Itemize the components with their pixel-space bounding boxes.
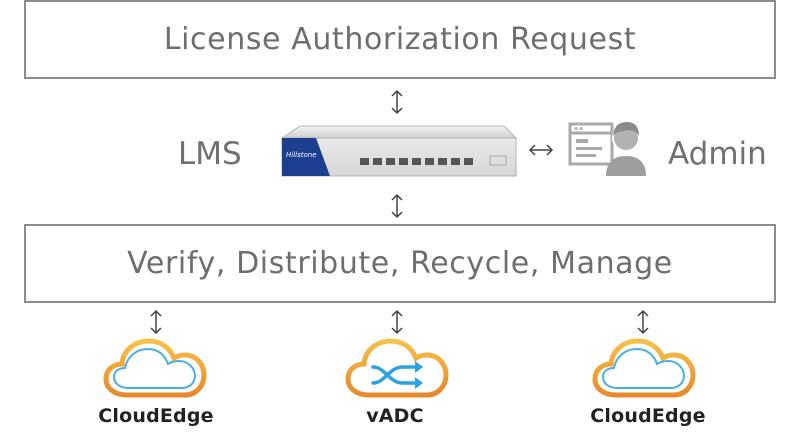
verify-distribute-recycle-manage-label: Verify, Distribute, Recycle, Manage (127, 246, 673, 281)
lms-label: LMS (178, 136, 242, 172)
cloudedge-label: CloudEdge (98, 405, 214, 427)
shuffle-icon (371, 365, 417, 385)
double-arrow-icon (391, 193, 403, 219)
cloudedge-label: CloudEdge (590, 405, 706, 427)
license-authorization-request-box: License Authorization Request (24, 0, 776, 79)
double-arrow-icon (150, 309, 162, 335)
lms-device-icon: Hillstone (280, 125, 518, 177)
admin-icon (568, 122, 646, 176)
double-arrow-icon (391, 89, 403, 115)
vadc-label: vADC (366, 405, 424, 427)
double-arrow-icon (637, 309, 649, 335)
device-brand-text: Hillstone (286, 151, 317, 159)
cloud-icon (592, 338, 696, 398)
horizontal-double-arrow-icon (528, 144, 554, 156)
double-arrow-icon (391, 309, 403, 335)
license-authorization-request-label: License Authorization Request (163, 22, 637, 57)
cloud-icon (103, 338, 207, 398)
verify-distribute-recycle-manage-box: Verify, Distribute, Recycle, Manage (24, 224, 776, 303)
admin-label: Admin (668, 136, 767, 172)
cloud-shuffle-icon (345, 338, 449, 398)
device-ports (360, 158, 473, 165)
